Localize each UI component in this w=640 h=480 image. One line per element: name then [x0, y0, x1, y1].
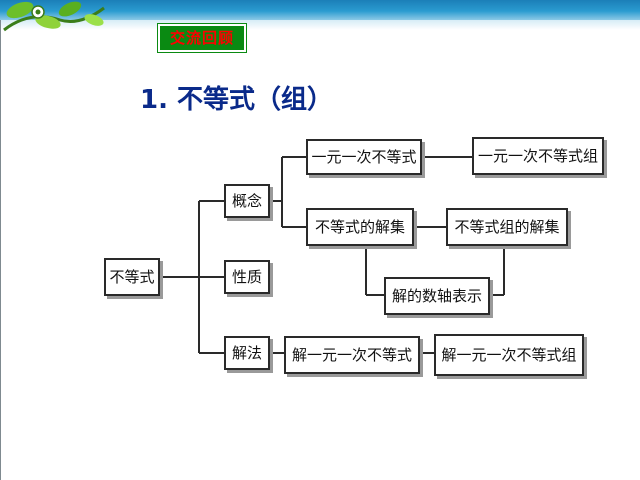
node-solve-linear-inequality-system: 解一元一次不等式组	[434, 334, 584, 376]
slide-title: 1. 不等式（组）	[140, 85, 334, 115]
header-bar-fade	[0, 20, 640, 30]
leaf-logo-icon	[3, 1, 105, 32]
header-bar	[0, 0, 640, 20]
slide-left-border	[0, 20, 1, 480]
node-number-line-representation: 解的数轴表示	[384, 277, 490, 315]
node-linear-inequality-system: 一元一次不等式组	[472, 137, 604, 175]
node-property: 性质	[224, 260, 270, 294]
node-concept: 概念	[224, 184, 270, 218]
node-linear-inequality: 一元一次不等式	[306, 139, 422, 175]
node-method: 解法	[224, 336, 270, 370]
node-solve-linear-inequality: 解一元一次不等式	[284, 336, 420, 374]
node-inequality: 不等式	[104, 258, 160, 296]
node-system-solution-set: 不等式组的解集	[446, 208, 568, 246]
review-badge: 交流回顾	[157, 23, 247, 53]
node-inequality-solution-set: 不等式的解集	[306, 208, 414, 246]
